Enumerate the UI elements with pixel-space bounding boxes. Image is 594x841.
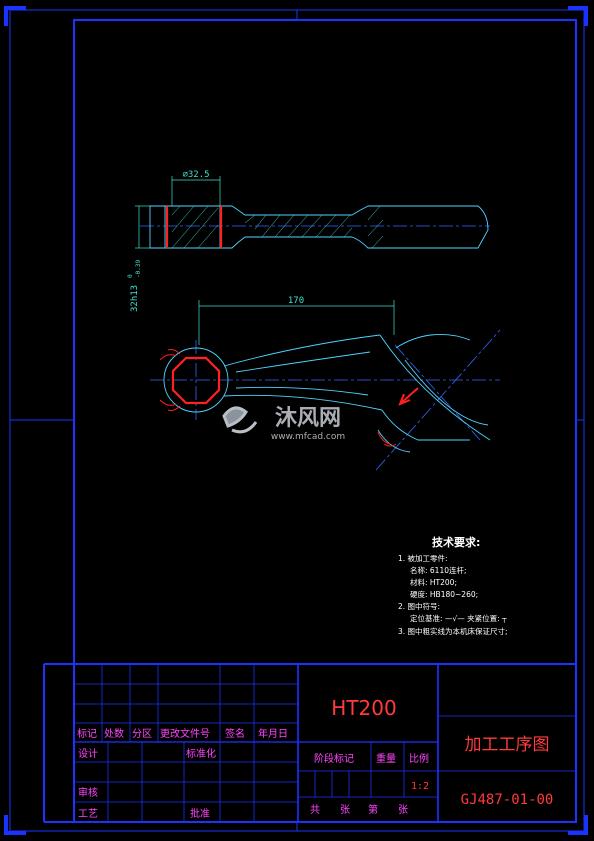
- weight-label: 重量: [376, 752, 396, 765]
- sheets-no-label: 第: [368, 803, 378, 816]
- diameter-dimension: [171, 176, 221, 206]
- tech-line: 名称: 6110连杆;: [410, 565, 467, 575]
- process-label: 工艺: [78, 808, 98, 820]
- material-label: HT200: [331, 696, 396, 720]
- tolerance-main-label: 32h13: [130, 285, 140, 312]
- tech-line: 硬度: HB180~260;: [410, 589, 478, 599]
- title-block: [43, 663, 576, 823]
- tech-line: 1. 被加工零件:: [398, 553, 448, 563]
- diameter-label: ⌀32.5: [182, 170, 209, 180]
- sheets-total-label: 共: [310, 804, 320, 816]
- web-hatching: [171, 205, 384, 249]
- center-ticks: [10, 10, 584, 831]
- tolerance-upper-label: 0: [127, 274, 134, 278]
- tech-requirements: 技术要求: 1. 被加工零件: 名称: 6110连杆; 材料: HT200; 硬…: [398, 535, 508, 636]
- scale-label: 比例: [409, 752, 429, 765]
- rod-shank: [223, 334, 383, 411]
- header-count: 处数: [104, 727, 124, 740]
- header-zone: 分区: [132, 728, 152, 740]
- front-view: [150, 300, 501, 471]
- side-view: [135, 176, 490, 249]
- big-end-arc: [395, 333, 471, 349]
- small-end-bore: [171, 356, 221, 405]
- standardization-label: 标准化: [186, 747, 216, 760]
- corner-marks: [4, 6, 588, 835]
- tech-line: 2. 图中符号:: [398, 601, 440, 611]
- thickness-dimension: [135, 205, 150, 249]
- header-change-doc: 更改文件号: [160, 727, 210, 740]
- header-mark: 标记: [77, 728, 97, 740]
- header-sign: 签名: [225, 727, 245, 740]
- big-end-cap: [379, 334, 491, 441]
- drawing-title: 加工工序图: [465, 735, 550, 755]
- big-end-cut-arrow: [398, 387, 419, 406]
- review-label: 审核: [78, 786, 98, 799]
- sheets-zhang2-label: 张: [398, 804, 408, 816]
- watermark: 沐风网 www.mfcad.com: [222, 406, 345, 442]
- small-end-outer: [163, 347, 229, 413]
- header-date: 年月日: [258, 727, 288, 740]
- approve-label: 批准: [190, 807, 210, 820]
- clamp-symbols: [159, 349, 397, 447]
- sheets-zhang1-label: 张: [340, 804, 350, 816]
- shank-inner: [235, 351, 371, 396]
- stage-mark-label: 阶段标记: [314, 752, 354, 765]
- tech-line: 定位基准: —√— 夹紧位置: ┬: [410, 613, 507, 623]
- tech-title: 技术要求:: [432, 535, 480, 549]
- tech-line: 3. 图中粗实线为本机床保证尺寸;: [398, 626, 508, 636]
- watermark-logo-icon: [222, 406, 258, 434]
- side-cut-lines: [165, 206, 223, 248]
- tech-line: 材料: HT200;: [410, 577, 457, 587]
- watermark-url: www.mfcad.com: [271, 432, 345, 442]
- tolerance-lower-label: -0.39: [135, 260, 142, 278]
- design-label: 设计: [78, 747, 98, 760]
- length-label: 170: [288, 296, 304, 306]
- watermark-brand: 沐风网: [275, 406, 341, 431]
- length-dimension: [198, 300, 395, 345]
- drawing-number: GJ487-01-00: [461, 792, 554, 808]
- scale-value: 1:2: [411, 781, 429, 792]
- side-outline: [149, 205, 489, 249]
